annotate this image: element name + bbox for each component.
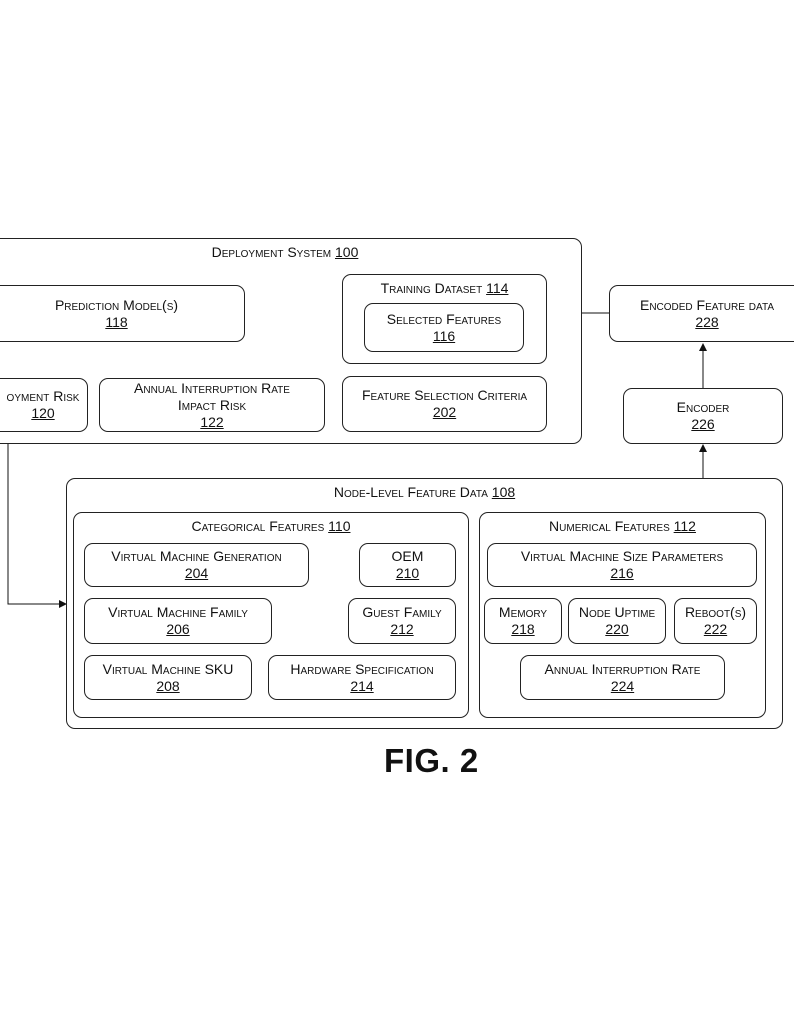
vm-generation-title: Virtual Machine Generation <box>111 548 282 564</box>
node-uptime-ref: 220 <box>605 621 629 637</box>
categorical-features-label: Categorical Features 110 <box>191 518 351 534</box>
annual-interruption-rate-title: Annual Interruption Rate <box>544 660 701 677</box>
interruption-risk-box: Annual Interruption Rate Impact Risk 122 <box>99 378 325 432</box>
selected-features-title: Selected Features <box>386 310 502 327</box>
prediction-model-ref: 118 <box>105 313 128 330</box>
vm-family-title: Virtual Machine Family <box>108 604 248 620</box>
node-level-label: Node-Level Feature Data 108 <box>333 484 516 500</box>
vm-size-parameters-ref: 216 <box>610 565 634 581</box>
node-uptime-box: Node Uptime 220 <box>568 598 666 644</box>
encoder-box: Encoder 226 <box>623 388 783 444</box>
reboots-ref: 222 <box>703 621 728 637</box>
node-uptime-title: Node Uptime <box>578 604 656 620</box>
vm-generation-box: Virtual Machine Generation 204 <box>84 543 309 587</box>
encoder-ref: 226 <box>691 416 715 432</box>
vm-family-box: Virtual Machine Family 206 <box>84 598 272 644</box>
hardware-specification-box: Hardware Specification 214 <box>268 655 456 700</box>
guest-family-ref: 212 <box>390 621 414 637</box>
interruption-risk-ref: 122 <box>200 413 224 430</box>
arrow-deployment-to-node <box>7 443 67 608</box>
prediction-model-box: Prediction Model(s) 118 <box>0 285 245 342</box>
selected-features-box: Selected Features 116 <box>364 303 524 352</box>
feature-selection-criteria-title: Feature Selection Criteria <box>361 387 528 403</box>
memory-box: Memory 218 <box>484 598 562 644</box>
vm-size-parameters-title: Virtual Machine Size Parameters <box>520 548 724 564</box>
guest-family-title: Guest Family <box>362 604 442 620</box>
annual-interruption-rate-box: Annual Interruption Rate 224 <box>520 655 725 700</box>
encoded-feature-data-ref: 228 <box>695 313 719 330</box>
deployment-risk-ref: 120 <box>31 405 55 421</box>
deployment-system-label: Deployment System 100 <box>211 244 359 260</box>
hardware-specification-title: Hardware Specification <box>290 660 434 677</box>
figure-label: FIG. 2 <box>384 742 479 779</box>
selected-features-ref: 116 <box>432 327 456 344</box>
memory-ref: 218 <box>511 621 535 637</box>
deployment-risk-title: oyment Risk <box>6 388 80 404</box>
oem-box: OEM 210 <box>359 543 456 587</box>
reboots-title: Reboot(s) <box>684 604 747 620</box>
vm-sku-box: Virtual Machine SKU 208 <box>84 655 252 700</box>
encoded-feature-data-title: Encoded Feature data <box>639 296 774 313</box>
feature-selection-criteria-box: Feature Selection Criteria 202 <box>342 376 547 432</box>
training-dataset-label: Training Dataset 114 <box>380 280 509 296</box>
guest-family-box: Guest Family 212 <box>348 598 456 644</box>
interruption-risk-line1: Annual Interruption Rate <box>134 379 290 396</box>
oem-title: OEM <box>391 548 424 564</box>
hardware-specification-ref: 214 <box>350 677 374 694</box>
numerical-features-label: Numerical Features 112 <box>549 518 696 534</box>
oem-ref: 210 <box>395 565 420 581</box>
prediction-model-title: Prediction Model(s) <box>54 296 179 313</box>
vm-size-parameters-box: Virtual Machine Size Parameters 216 <box>487 543 757 587</box>
vm-sku-title: Virtual Machine SKU <box>102 660 234 677</box>
deployment-risk-box: oyment Risk 120 <box>0 378 88 432</box>
memory-title: Memory <box>498 604 548 620</box>
reboots-box: Reboot(s) 222 <box>674 598 757 644</box>
feature-selection-criteria-ref: 202 <box>432 404 457 420</box>
annual-interruption-rate-ref: 224 <box>610 677 635 694</box>
encoder-title: Encoder <box>676 399 730 415</box>
vm-family-ref: 206 <box>166 621 190 637</box>
encoded-feature-data-box: Encoded Feature data 228 <box>609 285 794 342</box>
vm-generation-ref: 204 <box>184 565 209 581</box>
interruption-risk-line2: Impact Risk <box>177 396 247 413</box>
vm-sku-ref: 208 <box>156 677 180 694</box>
